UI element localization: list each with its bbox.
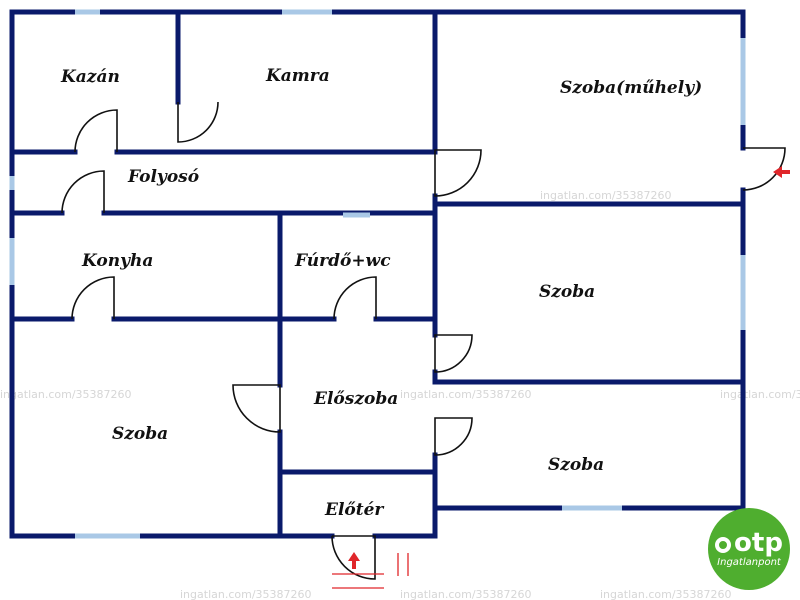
- room-label-kazan: Kazán: [60, 67, 120, 87]
- room-label-eloter: Előtér: [324, 500, 384, 520]
- otp-logo: otp Ingatlanpont: [708, 508, 790, 590]
- door-kazan: [74, 109, 118, 153]
- watermark-text: ingatlan.com/35387260: [600, 588, 732, 600]
- room-label-szoba-muhely: Szoba(műhely): [560, 78, 702, 98]
- door-furdo: [333, 276, 377, 320]
- room-label-kamra: Kamra: [265, 66, 330, 86]
- room-label-szoba-right-mid: Szoba: [539, 282, 595, 302]
- watermark-text: ingatlan.com/35387260: [0, 388, 132, 401]
- logo-badge: otp Ingatlanpont: [708, 508, 790, 590]
- door-folyoso: [61, 170, 105, 214]
- door-szoba-bottom: [434, 417, 473, 456]
- watermark-text: ingatlan.com/35387260: [400, 588, 532, 600]
- watermark-text: ingatlan.com/35387260: [400, 388, 532, 401]
- entrance-markers: [332, 166, 790, 589]
- doors: [61, 101, 786, 580]
- door-muhely: [434, 149, 482, 197]
- room-label-eloszoba: Előszoba: [313, 389, 398, 409]
- door-side-entrance: [742, 147, 786, 191]
- door-entrance: [331, 535, 376, 580]
- room-label-szoba-left: Szoba: [112, 424, 168, 444]
- watermark-text: ingatlan.com/35387260: [180, 588, 312, 600]
- room-label-furdo: Fúrdő+wc: [294, 251, 391, 271]
- logo-brand-text: otp: [734, 527, 783, 558]
- watermarks: ingatlan.com/35387260 ingatlan.com/35387…: [0, 189, 800, 600]
- room-label-konyha: Konyha: [81, 251, 153, 271]
- entry-arrow-icon: [348, 552, 360, 569]
- windows: [9, 9, 746, 539]
- door-eloszoba-left: [232, 384, 281, 433]
- walls: [9, 9, 746, 539]
- logo-subtitle: Ingatlanpont: [717, 556, 781, 568]
- room-labels: Kazán Kamra Szoba(műhely) Folyosó Konyha…: [60, 66, 702, 520]
- door-konyha: [71, 276, 115, 320]
- watermark-text: ingatlan.com/35387260: [540, 189, 672, 202]
- door-kamra: [177, 101, 219, 143]
- logo-ring-icon: [715, 536, 732, 553]
- room-label-szoba-right-bottom: Szoba: [548, 455, 604, 475]
- logo-brand: otp: [715, 527, 783, 558]
- room-label-folyoso: Folyosó: [127, 167, 199, 187]
- watermark-text: ingatlan.com/35387260: [720, 388, 800, 401]
- side-entry-arrow-icon: [773, 166, 790, 178]
- door-szoba-mid: [434, 334, 473, 373]
